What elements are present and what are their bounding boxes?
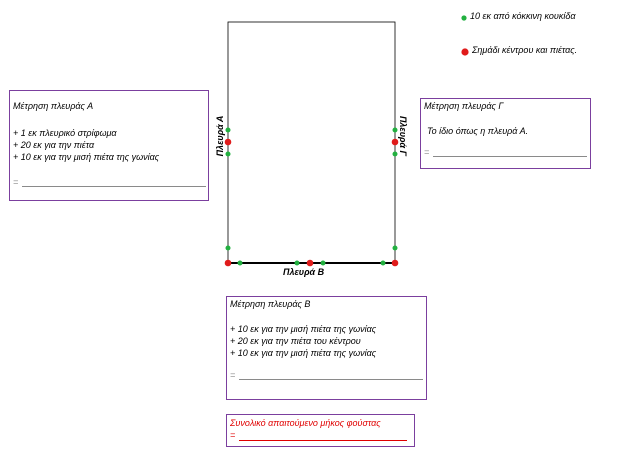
box-a-line-1: + 1 εκ πλευρικό στρίφωμα bbox=[13, 128, 117, 138]
box-g-title: Μέτρηση πλευράς Γ bbox=[424, 101, 504, 111]
box-b-line-2: + 20 εκ για την πιέτα του κέντρου bbox=[230, 336, 361, 346]
corner-left-green-dot-vertical bbox=[225, 245, 231, 251]
legend-red-text: Σημάδι κέντρου και πιέτας. bbox=[472, 45, 578, 55]
side-b-green-dot-right bbox=[320, 260, 326, 266]
side-g-red-dot bbox=[391, 138, 399, 146]
side-b-green-dot-left bbox=[294, 260, 300, 266]
side-b-measurement-box: Μέτρηση πλευράς Β + 10 εκ για την μισή π… bbox=[226, 296, 427, 400]
box-g-text: Το ίδιο όπως η πλευρά Α. bbox=[427, 126, 529, 136]
legend-red-dot bbox=[461, 48, 469, 56]
corner-left-red-dot bbox=[224, 259, 232, 267]
side-a-measurement-box: Μέτρηση πλευράς Α + 1 εκ πλευρικό στρίφω… bbox=[9, 90, 209, 201]
box-b-line-1: + 10 εκ για την μισή πιέτα της γωνίας bbox=[230, 324, 377, 334]
box-a-line-2: + 20 εκ για την πιέτα bbox=[13, 140, 95, 150]
total-length-box: Συνολικό απαιτούμενο μήκος φούστας = bbox=[226, 414, 415, 447]
box-a-answer-line[interactable] bbox=[22, 186, 206, 187]
box-b-answer-line[interactable] bbox=[239, 379, 423, 380]
corner-right-green-dot-horizontal bbox=[380, 260, 386, 266]
legend-green-dot bbox=[461, 15, 467, 21]
corner-left-green-dot-horizontal bbox=[237, 260, 243, 266]
side-a-green-dot-bottom bbox=[225, 151, 231, 157]
side-a-red-dot bbox=[224, 138, 232, 146]
side-g-green-dot-bottom bbox=[392, 151, 398, 157]
total-answer-line[interactable] bbox=[239, 440, 407, 441]
box-b-equals: = bbox=[230, 370, 236, 380]
corner-right-green-dot-vertical bbox=[392, 245, 398, 251]
side-b-label: Πλευρά Β bbox=[283, 267, 325, 277]
side-a-label: Πλευρά Α bbox=[215, 115, 225, 157]
box-g-equals: = bbox=[424, 147, 430, 157]
side-a-green-dot-top bbox=[225, 127, 231, 133]
box-a-line-3: + 10 εκ για την μισή πιέτα της γωνίας bbox=[13, 152, 160, 162]
corner-right-red-dot bbox=[391, 259, 399, 267]
box-b-line-3: + 10 εκ για την μισή πιέτα της γωνίας bbox=[230, 348, 377, 358]
side-g-label: Πλευρά Γ bbox=[398, 115, 408, 157]
box-a-equals: = bbox=[13, 177, 19, 187]
side-g-green-dot-top bbox=[392, 127, 398, 133]
box-g-answer-line[interactable] bbox=[433, 156, 587, 157]
box-b-title: Μέτρηση πλευράς Β bbox=[230, 299, 311, 309]
total-title: Συνολικό απαιτούμενο μήκος φούστας bbox=[230, 418, 381, 428]
side-g-measurement-box: Μέτρηση πλευράς Γ Το ίδιο όπως η πλευρά … bbox=[420, 98, 591, 169]
table-outline bbox=[227, 21, 396, 264]
total-equals: = bbox=[230, 430, 236, 440]
legend-green-text: 10 εκ από κόκκινη κουκίδα bbox=[470, 11, 576, 21]
box-a-title: Μέτρηση πλευράς Α bbox=[13, 101, 94, 111]
side-b-red-dot-center bbox=[306, 259, 314, 267]
